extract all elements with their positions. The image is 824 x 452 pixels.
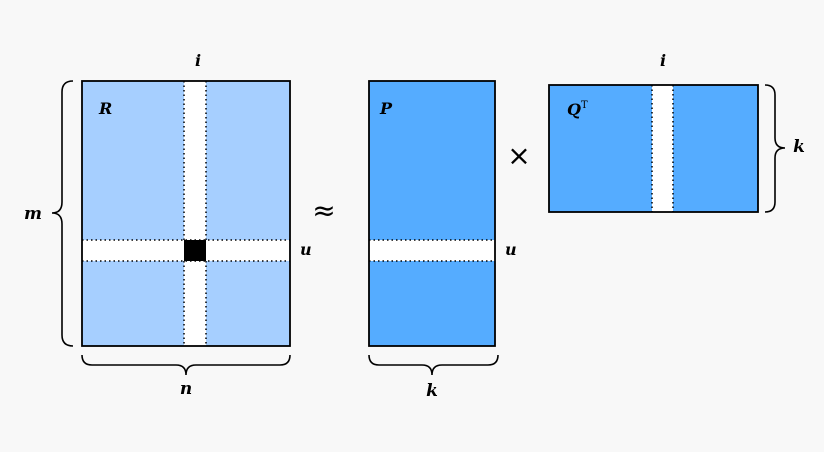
matrix-r-entry-ui <box>184 240 206 261</box>
matrix-p-row-u <box>369 240 495 261</box>
matrix-p-cols-brace <box>368 354 499 376</box>
matrix-q-transpose: QT <box>548 84 759 213</box>
matrix-r-column-i <box>184 81 206 346</box>
matrix-q-rows-brace <box>764 84 786 213</box>
matrix-p: P <box>368 80 496 347</box>
matrix-q-name-letter: Q <box>567 100 581 119</box>
matrix-p-outline <box>368 80 496 347</box>
matrix-q-outline <box>548 84 759 213</box>
matrix-q-column-i <box>652 85 673 212</box>
matrix-r-cols-brace <box>81 354 291 376</box>
matrix-r-row-marker: u <box>300 240 312 259</box>
matrix-r-col-marker: i <box>195 51 201 70</box>
matrix-q-name: QT <box>567 100 588 119</box>
matrix-p-body <box>369 81 495 346</box>
matrix-p-name: P <box>379 99 393 118</box>
matrix-r-name: R <box>98 99 112 118</box>
matrix-r-rows-brace <box>51 80 74 347</box>
matrix-p-row-marker: u <box>505 240 517 259</box>
approx-operator: ≈ <box>312 194 335 227</box>
matrix-r-rows-label: m <box>24 204 42 224</box>
matrix-q-rows-label: k <box>793 137 805 157</box>
matrix-q-col-marker: i <box>660 51 666 70</box>
matrix-r-outline <box>81 80 291 347</box>
times-operator: × <box>507 139 530 172</box>
matrix-p-cols-label: k <box>426 381 438 401</box>
matrix-q-superscript: T <box>581 100 588 111</box>
matrix-r: R <box>81 80 291 347</box>
matrix-r-cols-label: n <box>180 379 192 399</box>
